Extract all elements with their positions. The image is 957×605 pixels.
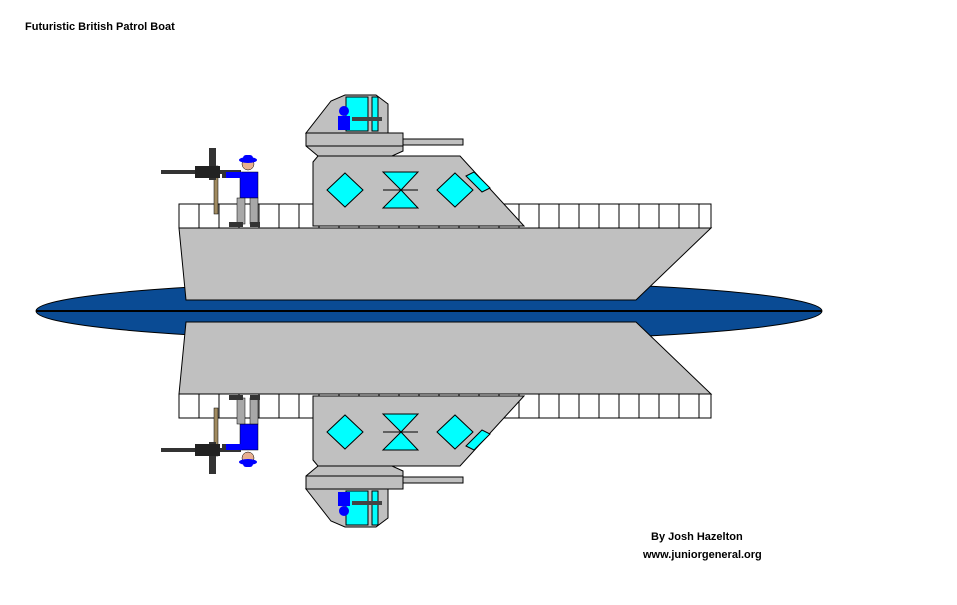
window-slant xyxy=(465,429,491,451)
turret-icon xyxy=(304,465,464,528)
boat-bottom xyxy=(161,321,713,528)
website-credit: www.juniorgeneral.org xyxy=(643,549,762,561)
machine-gunner-icon xyxy=(161,395,260,474)
page-title: Futuristic British Patrol Boat xyxy=(25,21,175,33)
window-diamond xyxy=(326,414,364,450)
hull-top xyxy=(178,227,713,301)
boat-top xyxy=(161,94,713,301)
window-diamond xyxy=(326,172,364,208)
window-diamond xyxy=(436,172,474,208)
window-diamond xyxy=(436,414,474,450)
hull-bottom xyxy=(178,321,713,395)
window-slant xyxy=(465,171,491,193)
machine-gunner-icon xyxy=(161,148,260,227)
turret-icon xyxy=(304,94,464,157)
author-credit: By Josh Hazelton xyxy=(651,531,743,543)
